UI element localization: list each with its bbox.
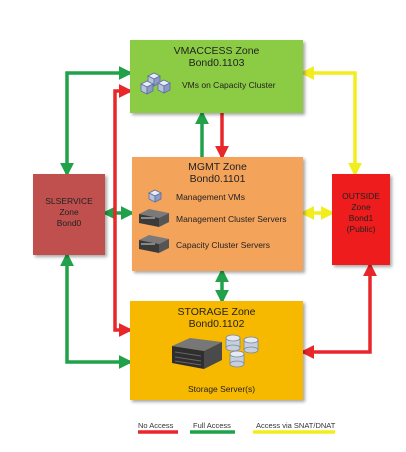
outside-zone-interface: Bond1 bbox=[348, 213, 374, 223]
outside-zone-label: Zone bbox=[351, 202, 371, 212]
slservice-zone-name: SLSERVICE bbox=[45, 196, 93, 206]
conn-vmaccess-slservice bbox=[60, 66, 133, 177]
slservice-zone-label: Zone bbox=[59, 207, 79, 217]
legend-label-full-access: Full Access bbox=[193, 421, 231, 430]
storage-item-storage-servers: Storage Server(s) bbox=[188, 384, 256, 394]
mgmt-item-management-cluster-servers: Management Cluster Servers bbox=[176, 214, 287, 224]
mgmt-zone: MGMT Zone Bond0.1101 Management VMs Mana… bbox=[132, 157, 303, 271]
conn-outside-storage-blocked bbox=[300, 262, 377, 359]
legend-label-no-access: No Access bbox=[138, 421, 174, 430]
vmaccess-item-vms: VMs on Capacity Cluster bbox=[182, 80, 276, 90]
vm-cluster-icon bbox=[140, 72, 171, 95]
storage-zone: STORAGE Zone Bond0.1102 Storage Server(s… bbox=[130, 301, 303, 400]
outside-zone-name: OUTSIDE bbox=[342, 191, 380, 201]
vmaccess-zone-title: VMACCESS Zone bbox=[173, 45, 260, 57]
mgmt-zone-title: MGMT Zone bbox=[188, 161, 247, 173]
vm-icon bbox=[148, 189, 162, 203]
conn-vmaccess-storage-blocked bbox=[113, 84, 133, 337]
mgmt-item-management-vms: Management VMs bbox=[176, 192, 245, 202]
conn-slservice-storage bbox=[60, 252, 133, 369]
conn-outside-vmaccess bbox=[300, 66, 362, 177]
legend-label-snat-dnat: Access via SNAT/DNAT bbox=[256, 421, 336, 430]
storage-zone-interface: Bond0.1102 bbox=[188, 318, 245, 330]
outside-zone: OUTSIDE Zone Bond1 (Public) bbox=[332, 174, 390, 265]
vmaccess-zone-interface: Bond0.1103 bbox=[188, 57, 245, 69]
storage-server-icon bbox=[172, 334, 259, 369]
server-icon bbox=[139, 209, 169, 227]
outside-zone-public: (Public) bbox=[346, 224, 376, 234]
mgmt-item-capacity-cluster-servers: Capacity Cluster Servers bbox=[176, 240, 271, 250]
server-icon bbox=[139, 235, 169, 253]
slservice-zone: SLSERVICE Zone Bond0 bbox=[33, 174, 105, 255]
mgmt-zone-interface: Bond0.1101 bbox=[189, 173, 246, 185]
slservice-zone-interface: Bond0 bbox=[56, 218, 82, 228]
vmaccess-zone: VMACCESS Zone Bond0.1103 VMs on Capacity… bbox=[130, 40, 303, 113]
storage-zone-title: STORAGE Zone bbox=[177, 306, 256, 318]
